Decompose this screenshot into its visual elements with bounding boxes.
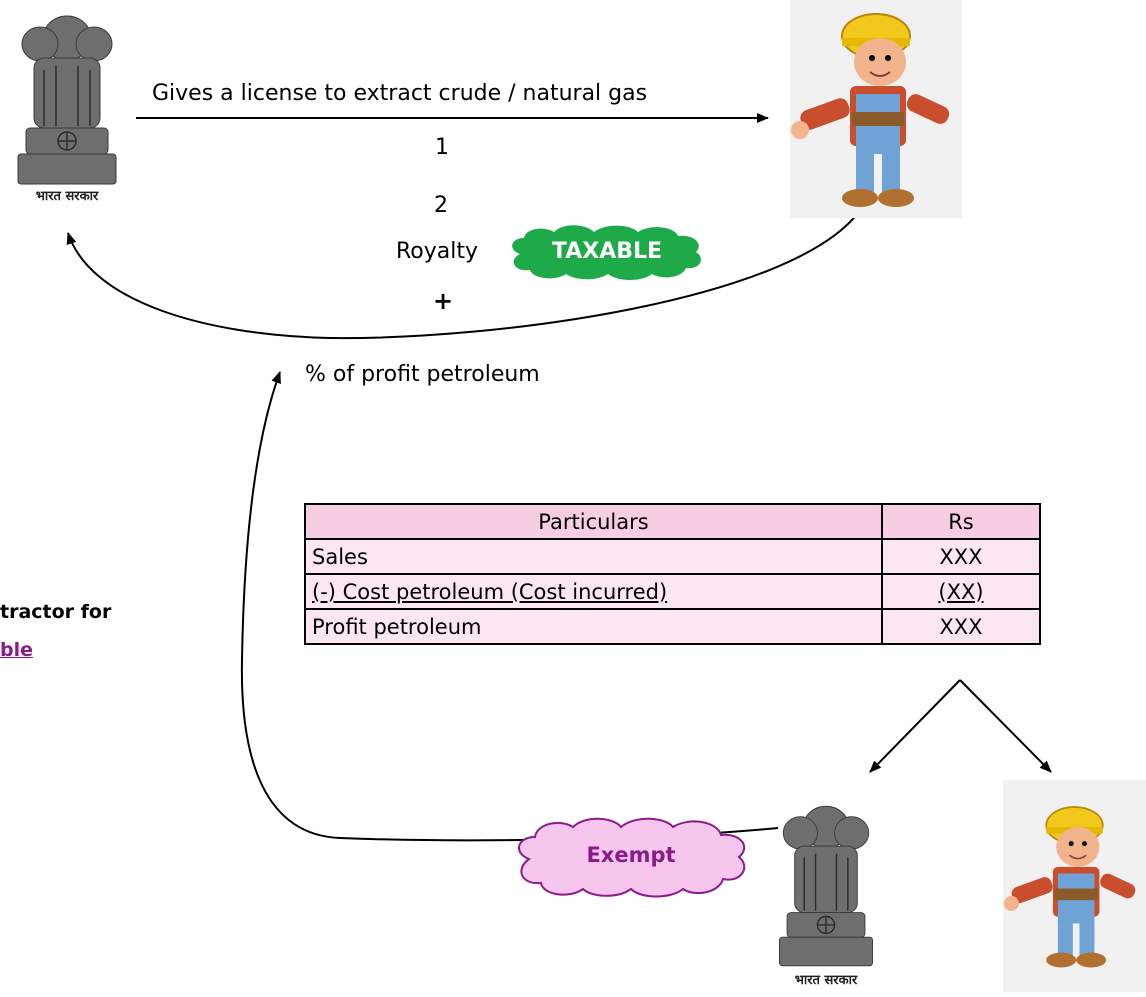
government-emblem-bottom: भारत सरकार — [770, 800, 882, 990]
emblem-caption: भारत सरकार — [794, 973, 858, 988]
split-arrow-govt — [869, 679, 961, 773]
step-two-label: 2 — [434, 193, 448, 218]
step-one-label: 1 — [435, 135, 449, 160]
exempt-cloud-shape — [518, 817, 746, 898]
builder-icon — [791, 13, 950, 207]
table-row: Sales XXX — [304, 538, 1041, 575]
cell-particular: Profit petroleum — [304, 608, 883, 645]
left-cut-text-line2: ble — [0, 639, 33, 661]
cell-amount: XXX — [881, 608, 1041, 645]
contractor-figure-top — [790, 0, 962, 218]
taxable-label: TAXABLE — [551, 239, 663, 264]
cell-particular: (-) Cost petroleum (Cost incurred) — [304, 573, 883, 610]
taxable-cloud-shape — [512, 225, 701, 280]
cell-amount: (XX) — [881, 573, 1041, 610]
table-header-row: Particulars Rs — [304, 503, 1041, 540]
header-particulars: Particulars — [304, 503, 883, 540]
builder-icon — [1003, 806, 1136, 968]
cost-petroleum-amount: (XX) — [938, 579, 984, 604]
profit-share-label: % of profit petroleum — [305, 362, 540, 387]
exempt-label: Exempt — [586, 843, 676, 867]
emblem-caption: भारत सरकार — [35, 189, 99, 204]
cost-petroleum-text: (-) Cost petroleum (Cost incurred) — [312, 579, 668, 604]
plus-sign: + — [433, 287, 454, 315]
cell-amount: XXX — [881, 538, 1041, 575]
government-emblem-top: भारत सरकार — [8, 10, 126, 206]
particulars-table: Particulars Rs Sales XXX (-) Cost petrol… — [304, 503, 1041, 645]
header-rs: Rs — [881, 503, 1041, 540]
license-label: Gives a license to extract crude / natur… — [152, 81, 648, 106]
left-cut-text-line1: tractor for — [0, 601, 112, 623]
emblem-icon — [779, 805, 873, 967]
royalty-arrow — [66, 212, 859, 340]
cell-particular: Sales — [304, 538, 883, 575]
contractor-figure-bottom — [1003, 780, 1146, 992]
royalty-label: Royalty — [396, 239, 479, 264]
table-row: Profit petroleum XXX — [304, 608, 1041, 645]
table-row: (-) Cost petroleum (Cost incurred) (XX) — [304, 573, 1041, 610]
emblem-icon — [17, 15, 117, 185]
split-arrow-contractor — [959, 679, 1052, 773]
